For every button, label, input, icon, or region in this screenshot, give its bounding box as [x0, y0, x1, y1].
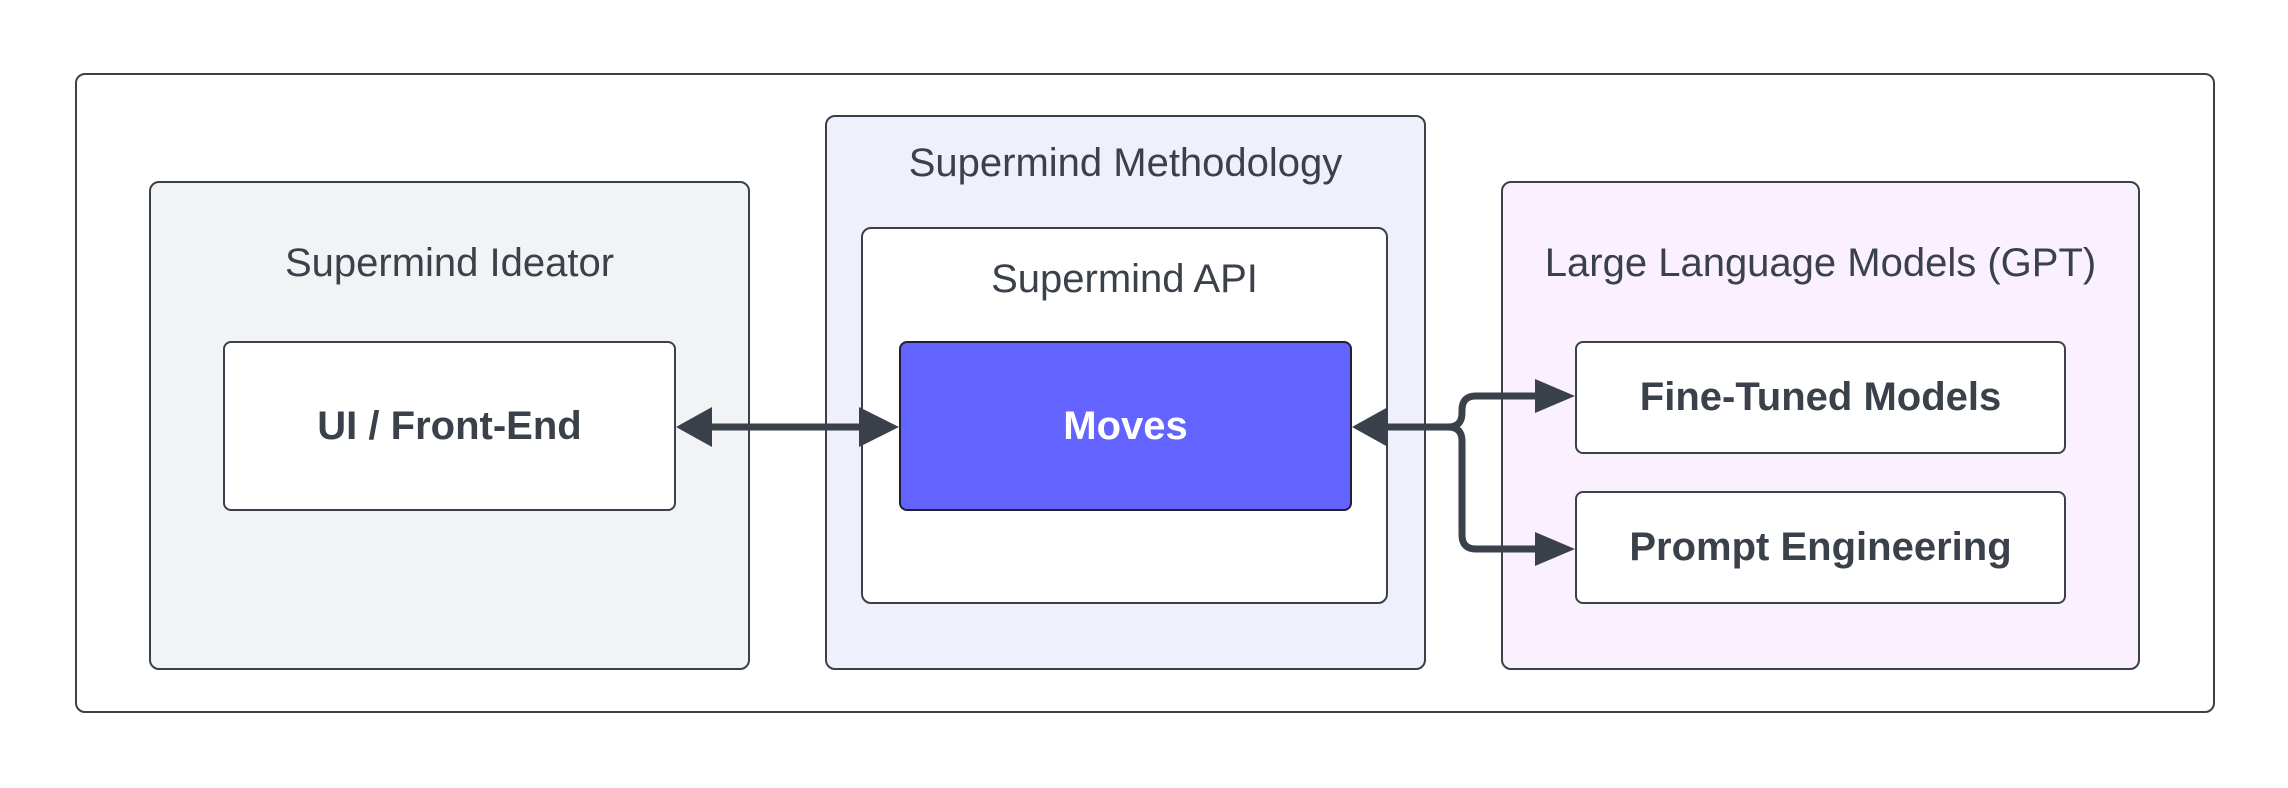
edge-moves-prompt: [1383, 423, 1540, 553]
arrowhead-ui: [676, 407, 712, 447]
arrowhead-prompt: [1535, 532, 1575, 566]
node-moves[interactable]: Moves: [899, 341, 1352, 511]
arrowhead-moves-left: [859, 407, 899, 447]
group-title-api: Supermind API: [991, 257, 1258, 301]
node-prompt-engineering[interactable]: Prompt Engineering: [1575, 491, 2066, 604]
group-title-ideator: Supermind Ideator: [284, 241, 615, 285]
edge-moves-fine-tuned: [1383, 392, 1540, 431]
node-fine-tuned-models[interactable]: Fine-Tuned Models: [1575, 341, 2066, 454]
arrowhead-moves-right: [1352, 407, 1388, 447]
group-title-llm: Large Language Models (GPT): [1544, 241, 2097, 285]
group-title-methodology: Supermind Methodology: [908, 141, 1343, 185]
arrowhead-fine-tuned: [1535, 379, 1575, 413]
node-ui-front-end[interactable]: UI / Front-End: [223, 341, 676, 511]
